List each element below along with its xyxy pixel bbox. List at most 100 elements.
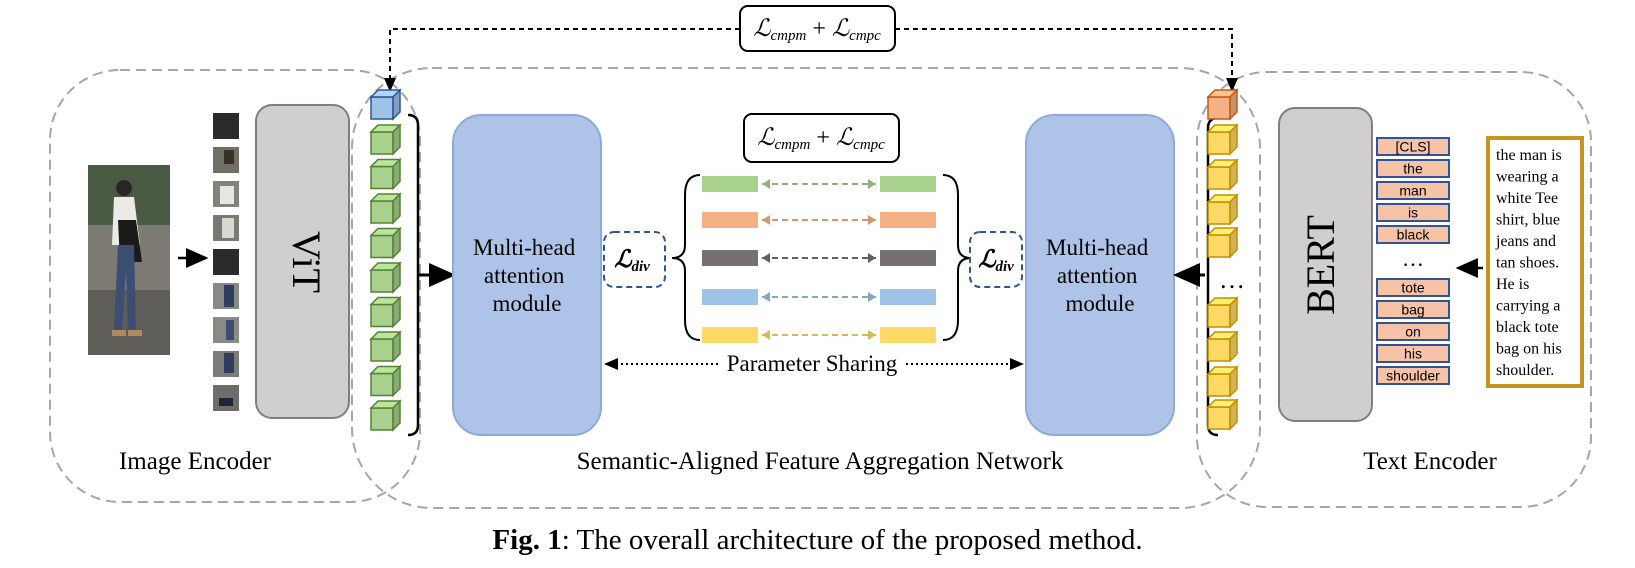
feature-pair-arrow-right — [868, 292, 876, 302]
ldiv-right-sub: div — [995, 259, 1014, 275]
aggregation-region — [351, 67, 1261, 509]
top-loss-l1: ℒ — [753, 16, 771, 42]
vit-encoder-box — [255, 104, 350, 419]
feature-bar-left — [702, 250, 758, 266]
text-word-token-cube — [1206, 226, 1239, 259]
token-label: black — [1397, 227, 1431, 243]
mha-left-line3: module — [493, 291, 562, 316]
text-caption-box — [1486, 136, 1584, 388]
feature-pair-arrow-left — [762, 253, 770, 263]
feature-pair-1 — [702, 176, 936, 192]
image-patch-token-cube — [369, 226, 402, 260]
top-loss-group: ℒcmpm + ℒcmpc — [384, 5, 1238, 92]
center-loss-box — [743, 113, 900, 163]
top-loss-box — [739, 5, 896, 52]
top-loss-connector-left — [384, 28, 740, 92]
feature-pair-arrow-right — [868, 330, 876, 340]
caption-line: shoulder. — [1496, 362, 1554, 379]
svg-text:Multi-head attention m: Multi-head attention module — [473, 235, 581, 316]
feature-pair-arrow-left — [762, 179, 770, 189]
bert-encoder-box — [1278, 107, 1373, 422]
svg-text:ℒdiv: ℒdiv — [978, 247, 1014, 275]
token-chip: is — [1376, 203, 1450, 222]
image-patch-token-cube — [369, 399, 402, 432]
feature-bar-left — [702, 176, 758, 192]
image-encoder-label: Image Encoder — [119, 448, 272, 475]
image-patch-token-cube — [369, 330, 402, 363]
caption-line: He is — [1496, 276, 1529, 293]
feature-bar-left — [702, 289, 758, 305]
mha-left-line1: Multi-head — [473, 235, 576, 260]
svg-text:Multi-head attention m: Multi-head attention module — [1046, 235, 1154, 316]
center-feature-pairs — [702, 176, 936, 343]
vit-label: ViT — [284, 231, 329, 293]
token-chip: on — [1376, 322, 1450, 341]
caption-line: tan shoes. — [1496, 255, 1559, 272]
image-patch-token-cube — [369, 157, 402, 191]
feature-pair-arrow-left — [762, 215, 770, 225]
feature-pair-3 — [702, 250, 936, 266]
token-chip: the — [1376, 159, 1450, 178]
feature-bar-right — [880, 327, 936, 343]
aggregation-label: Semantic-Aligned Feature Aggregation Net… — [577, 448, 1064, 475]
feature-pair-4 — [702, 289, 936, 305]
caption-line: carrying a — [1496, 298, 1560, 315]
text-word-token-cube — [1206, 365, 1239, 398]
token-label: the — [1403, 161, 1423, 177]
feature-pair-arrow-left — [762, 292, 770, 302]
token-label: man — [1399, 183, 1426, 199]
top-loss-plus: + — [806, 16, 832, 42]
token-chip: bag — [1376, 300, 1450, 319]
center-brace-right — [942, 174, 972, 341]
image-cls-token-cube — [369, 88, 402, 121]
ldiv-right-l: ℒ — [978, 247, 997, 273]
image-patch-token-cube — [369, 261, 402, 294]
center-loss-l2: ℒ — [836, 125, 854, 151]
image-patch-token-cube — [369, 295, 402, 329]
mha-left-box — [452, 114, 602, 436]
token-label: [CLS] — [1395, 139, 1430, 155]
text-word-token-cube — [1206, 296, 1239, 329]
caption-line: bag on his — [1496, 341, 1562, 358]
image-token-cubes — [369, 88, 402, 432]
token-chip: shoulder — [1376, 366, 1450, 385]
text-word-token-cube — [1206, 158, 1239, 191]
text-word-token-cube — [1206, 123, 1239, 156]
image-patch-token-cube — [369, 123, 402, 156]
feature-bar-right — [880, 176, 936, 192]
image-patch-token-cube — [369, 364, 402, 398]
text-word-token-cube — [1206, 330, 1239, 363]
svg-text:ℒcmpm + ℒcmpc: ℒcmpm + ℒcmpc — [753, 16, 881, 44]
caption-line: shirt, blue — [1496, 212, 1560, 229]
region-outlines — [49, 67, 1592, 509]
token-chip: black — [1376, 225, 1450, 244]
image-encoder-region — [49, 69, 421, 503]
feature-bar-right — [880, 289, 936, 305]
feature-bar-left — [702, 212, 758, 228]
figure-caption-text: : The overall architecture of the propos… — [561, 524, 1143, 556]
text-cls-token-cube — [1206, 88, 1239, 121]
center-loss-plus: + — [810, 125, 836, 151]
caption-line: white Tee — [1496, 190, 1558, 207]
token-chip: tote — [1376, 278, 1450, 297]
mha-right-line2: attention — [1057, 263, 1138, 288]
feature-pair-5 — [702, 327, 936, 343]
text-encoder-label: Text Encoder — [1363, 448, 1497, 475]
feature-bar-left — [702, 327, 758, 343]
ldiv-left-box — [603, 231, 666, 288]
mha-right-line3: module — [1066, 291, 1135, 316]
ldiv-left-sub: div — [631, 259, 650, 275]
token-ellipsis: … — [1402, 246, 1424, 271]
top-loss-l2: ℒ — [832, 16, 850, 42]
mha-right-line1: Multi-head — [1046, 235, 1149, 260]
feature-pair-arrow-right — [868, 253, 876, 263]
token-chip: man — [1376, 181, 1450, 200]
center-loss-l1: ℒ — [757, 125, 775, 151]
feature-bar-right — [880, 250, 936, 266]
text-word-token-cube — [1206, 398, 1239, 431]
token-label: bag — [1401, 302, 1424, 318]
center-loss-sub1: cmpm — [774, 137, 810, 153]
pedestrian-image — [88, 165, 170, 355]
